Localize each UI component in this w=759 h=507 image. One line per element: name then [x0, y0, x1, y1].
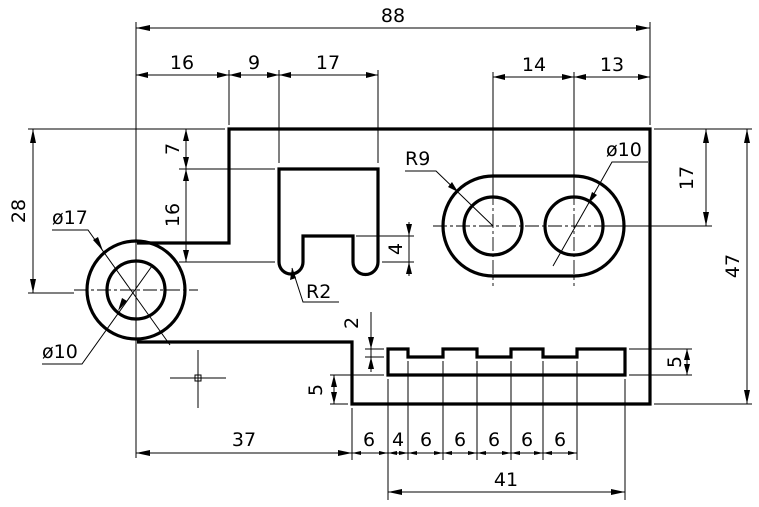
dim-6-e: 6: [488, 429, 500, 451]
dim-14: 14: [522, 54, 546, 76]
main-outline: [137, 127, 652, 406]
dim-6-f: 6: [521, 429, 533, 451]
callout-r2: R2: [306, 281, 331, 303]
callout-dia-17: ø17: [52, 207, 88, 229]
callout-r9: R9: [405, 148, 430, 170]
extension-lines: [28, 22, 752, 500]
dim-37: 37: [232, 429, 256, 451]
toothed-bar: [386, 347, 627, 377]
dim-16-side: 16: [162, 203, 184, 227]
callout-dia-10-right: ø10: [606, 139, 642, 161]
dim-16-top: 16: [170, 52, 194, 74]
dim-47: 47: [722, 254, 744, 278]
slot-outline: [277, 167, 380, 277]
leader-lines: [42, 161, 648, 365]
dim-17-right: 17: [676, 166, 698, 190]
dimension-lines: [30, 25, 750, 495]
dim-17-slot: 17: [316, 52, 340, 74]
dim-2: 2: [341, 317, 363, 329]
dim-4: 4: [385, 243, 407, 255]
dim-88: 88: [381, 5, 405, 27]
dim-6-d: 6: [454, 429, 466, 451]
dim-7: 7: [162, 143, 184, 155]
dim-6-a: 6: [363, 429, 375, 451]
dim-5-left: 5: [305, 384, 327, 396]
dim-28: 28: [8, 199, 30, 223]
marker-point: [194, 374, 202, 382]
dim-41: 41: [494, 469, 518, 491]
dim-4-b: 4: [392, 429, 404, 451]
dim-6-c: 6: [420, 429, 432, 451]
part-outline: [85, 127, 652, 406]
dim-5-right: 5: [664, 356, 686, 368]
dimension-texts: 88 16 9 17 14 13 28 7 16 4 17 47 2 5 5 3…: [8, 5, 744, 491]
obround-slot: [441, 174, 626, 278]
dim-6-g: 6: [554, 429, 566, 451]
callout-dia-10-left: ø10: [42, 341, 78, 363]
dim-9: 9: [248, 52, 260, 74]
dim-13: 13: [600, 54, 624, 76]
center-lines: [74, 168, 636, 408]
